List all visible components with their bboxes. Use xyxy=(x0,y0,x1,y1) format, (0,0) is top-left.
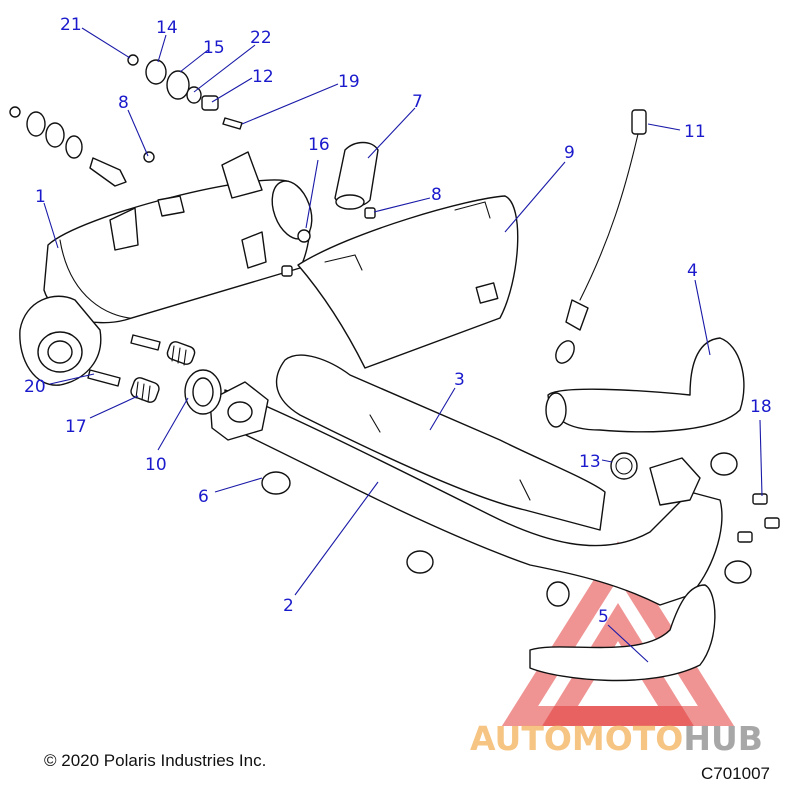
callout-1: 1 xyxy=(35,187,46,207)
drawing-code: C701007 xyxy=(700,764,770,783)
callout-12: 12 xyxy=(252,67,274,87)
leader-lines xyxy=(43,27,763,663)
callout-3: 3 xyxy=(454,370,465,390)
callout-10: 10 xyxy=(145,455,167,475)
lower-pipe xyxy=(529,584,716,682)
callout-5: 5 xyxy=(598,607,609,627)
muffler xyxy=(19,151,313,386)
watermark-text: AUTOMOTOHUB xyxy=(470,719,763,758)
heat-shield-lower xyxy=(275,354,606,531)
header-pipe xyxy=(545,337,745,433)
bolts xyxy=(87,95,780,543)
callout-21: 21 xyxy=(60,15,82,35)
clamps xyxy=(261,452,752,607)
spark-arrestor-tip xyxy=(334,141,379,210)
callout-14: 14 xyxy=(156,18,178,38)
callout-8-upper: 8 xyxy=(118,93,129,113)
washers-nuts xyxy=(9,54,311,243)
callout-6: 6 xyxy=(198,487,209,507)
callout-16: 16 xyxy=(308,135,330,155)
callout-20: 20 xyxy=(24,377,46,397)
callout-13: 13 xyxy=(579,452,601,472)
oxygen-sensor xyxy=(555,109,647,364)
springs xyxy=(130,341,196,403)
watermark-part2: HUB xyxy=(683,719,763,758)
callout-4: 4 xyxy=(687,261,698,281)
seal-ring xyxy=(610,452,638,480)
watermark-part1: AUTOMOTO xyxy=(470,719,683,758)
callout-11: 11 xyxy=(684,122,706,142)
heat-shield-upper xyxy=(297,195,519,369)
callout-19: 19 xyxy=(338,72,360,92)
gasket-ring xyxy=(184,369,222,415)
callout-15: 15 xyxy=(203,38,225,58)
head-pipe xyxy=(209,381,723,606)
callout-17: 17 xyxy=(65,417,87,437)
callout-2: 2 xyxy=(283,596,294,616)
callout-18: 18 xyxy=(750,397,772,417)
callout-22: 22 xyxy=(250,28,272,48)
callout-9: 9 xyxy=(564,143,575,163)
callout-7: 7 xyxy=(412,92,423,112)
copyright-text: © 2020 Polaris Industries Inc. xyxy=(44,751,267,770)
callout-8-lower: 8 xyxy=(431,185,442,205)
